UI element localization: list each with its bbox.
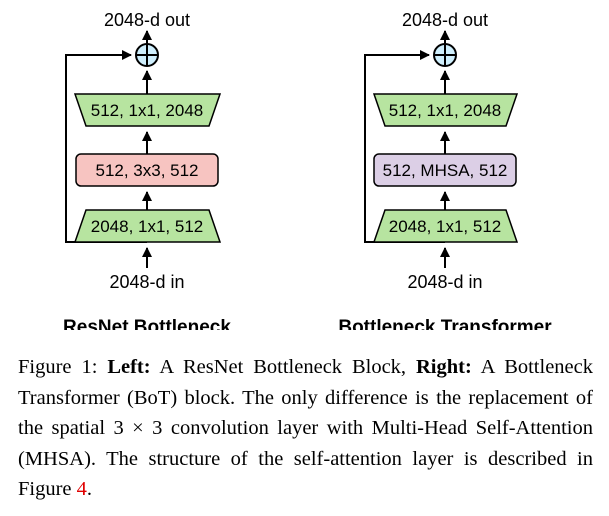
left-panel-title: ResNet Bottleneck (63, 317, 231, 330)
right-mhsa-layer: 512, MHSA, 512 (373, 153, 517, 187)
right-mhsa-label: 512, MHSA, 512 (383, 161, 508, 180)
resnet-bottleneck-panel: 2048-d out 512, 1x1, 2048 512, 3x3, 512 … (63, 10, 231, 330)
caption-right-label: Right: (415, 356, 472, 378)
caption-right-text: A Bot­tleneck Transformer (BoT) block. T… (18, 356, 593, 500)
left-input-label: 2048-d in (109, 272, 184, 292)
right-top-conv-label: 512, 1x1, 2048 (389, 101, 501, 120)
caption-left-label: Left: (107, 356, 151, 378)
left-bottom-conv-label: 2048, 1x1, 512 (91, 217, 203, 236)
bottleneck-diagram: 2048-d out 512, 1x1, 2048 512, 3x3, 512 … (63, 10, 552, 330)
right-input-label: 2048-d in (407, 272, 482, 292)
caption-left-text: A ResNet Bottleneck Block, (159, 356, 407, 378)
right-top-conv-layer: 512, 1x1, 2048 (372, 93, 519, 127)
right-output-label: 2048-d out (402, 10, 488, 30)
circle-plus-icon (433, 43, 457, 67)
left-top-conv-label: 512, 1x1, 2048 (91, 101, 203, 120)
figure-4-link[interactable]: 4 (76, 478, 87, 500)
figure-caption: Figure 1: Left: A ResNet Bottleneck Bloc… (18, 352, 593, 505)
left-output-label: 2048-d out (104, 10, 190, 30)
circle-plus-icon (135, 43, 159, 67)
left-bottom-conv-layer: 2048, 1x1, 512 (73, 209, 222, 243)
bottleneck-transformer-panel: 2048-d out 512, 1x1, 2048 512, MHSA, 512… (338, 10, 552, 330)
right-bottom-conv-layer: 2048, 1x1, 512 (372, 209, 519, 243)
left-conv3x3-layer: 512, 3x3, 512 (75, 153, 219, 187)
caption-figure-label: Figure 1: (18, 356, 98, 378)
left-top-conv-layer: 512, 1x1, 2048 (73, 93, 222, 127)
left-conv3x3-label: 512, 3x3, 512 (95, 161, 198, 180)
caption-end: . (86, 478, 93, 500)
right-bottom-conv-label: 2048, 1x1, 512 (389, 217, 501, 236)
right-panel-title: Bottleneck Transformer (338, 317, 552, 330)
